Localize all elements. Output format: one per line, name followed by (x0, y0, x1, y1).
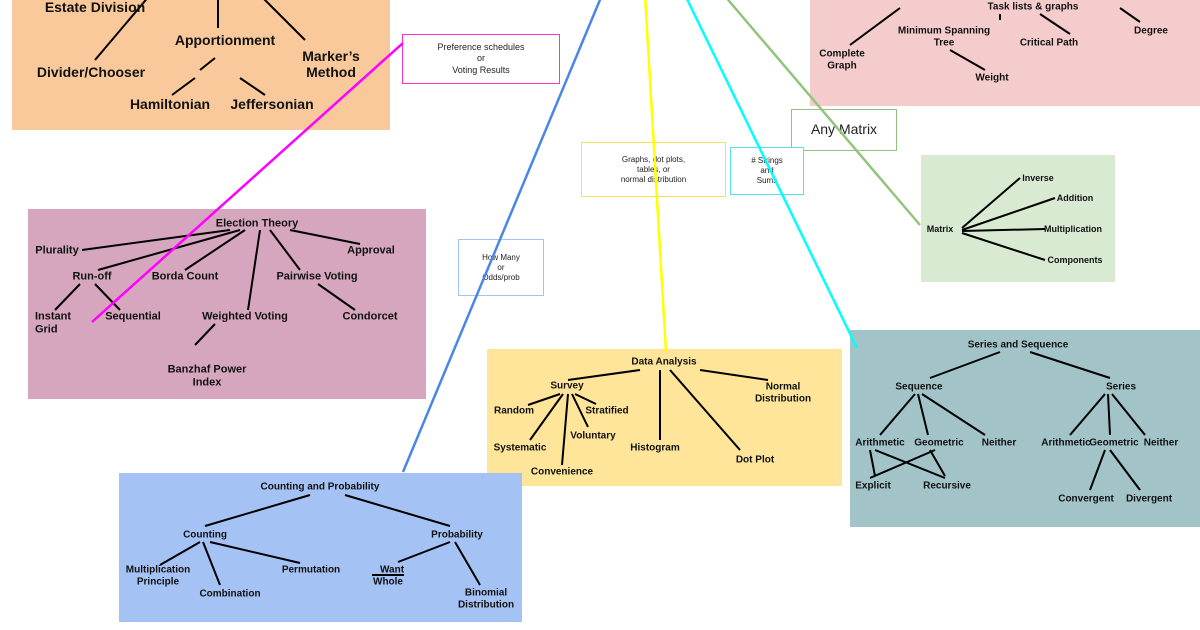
runoff-label: Run-off (72, 270, 112, 283)
jeffersonian-label: Jeffersonian (230, 95, 314, 112)
weighted-voting-label: Weighted Voting (202, 310, 288, 323)
category-connectors (91, 0, 921, 473)
data-analysis-title: Data Analysis (631, 356, 697, 368)
complete-graph-label: Complete Graph (819, 48, 865, 72)
minimum-spanning-tree-label: Minimum Spanning Tree (897, 25, 991, 49)
series-sequence-panel (850, 330, 1200, 527)
convenience-label: Convenience (530, 466, 594, 478)
permutation-label: Permutation (281, 564, 341, 576)
instant-grid-label: Instant Grid (34, 310, 72, 335)
combination-label: Combination (199, 588, 261, 600)
weight-label: Weight (975, 72, 1009, 84)
multiplication-principle-label: Multiplication Principle (125, 564, 191, 588)
recursive-label: Recursive (923, 480, 971, 492)
series-geometric-label: Geometric (1089, 437, 1139, 449)
survey-label: Survey (550, 380, 584, 392)
series-neither-label: Neither (1143, 437, 1179, 449)
stratified-label: Stratified (585, 405, 629, 417)
task-lists-label: Task lists & graphs (987, 1, 1079, 13)
sequence-arithmetic-label: Arithmetic (855, 437, 905, 449)
strings-sums-note: # Strings and Sums (730, 147, 804, 195)
convergent-label: Convergent (1058, 493, 1114, 505)
series-label: Series (1105, 381, 1137, 393)
condorcet-label: Condorcet (342, 310, 398, 323)
inverse-label: Inverse (1022, 172, 1054, 183)
addition-label: Addition (1056, 192, 1094, 203)
hamiltonian-label: Hamiltonian (129, 95, 211, 112)
explicit-label: Explicit (855, 480, 891, 492)
divider-chooser-label: Divider/Chooser (36, 63, 146, 80)
sequence-geometric-label: Geometric (914, 437, 964, 449)
how-many-note: How Many or Odds/prob (458, 239, 544, 296)
critical-path-label: Critical Path (1019, 37, 1079, 49)
election-theory-panel (28, 209, 426, 399)
counting-probability-panel (119, 473, 522, 622)
preference-schedules-note: Preference schedules or Voting Results (402, 34, 560, 84)
tree-edges (54, 0, 1146, 586)
election-theory-title: Election Theory (215, 217, 299, 230)
want-label: Want (379, 564, 405, 576)
estate-division-label: Estate Division (44, 0, 146, 15)
markers-method-label: Marker’s Method (302, 47, 360, 80)
random-label: Random (494, 405, 534, 417)
series-sequence-title: Series and Sequence (967, 339, 1069, 351)
whole-label: Whole (373, 576, 403, 588)
matrix-panel (921, 155, 1115, 282)
voluntary-label: Voluntary (570, 430, 616, 442)
components-label: Components (1047, 254, 1103, 265)
any-matrix-note: Any Matrix (791, 109, 897, 151)
binomial-distribution-label: Binomial Distribution (457, 587, 515, 611)
banzhaf-power-index-label: Banzhaf Power Index (167, 363, 247, 388)
histogram-label: Histogram (630, 442, 680, 454)
counting-label: Counting (183, 529, 227, 541)
degree-label: Degree (1134, 25, 1168, 37)
borda-count-label: Borda Count (151, 270, 219, 283)
pairwise-voting-label: Pairwise Voting (276, 270, 358, 283)
series-arithmetic-label: Arithmetic (1041, 437, 1091, 449)
counting-probability-title: Counting and Probability (260, 481, 380, 493)
divergent-label: Divergent (1125, 493, 1173, 505)
systematic-label: Systematic (493, 442, 547, 454)
approval-label: Approval (347, 244, 395, 257)
dot-plot-label: Dot Plot (735, 454, 775, 466)
matrix-title: Matrix (926, 223, 954, 234)
multiplication-label: Multiplication (1044, 223, 1102, 234)
sequence-label: Sequence (895, 381, 943, 393)
normal-distribution-label: Normal Distribution (754, 381, 812, 405)
sequence-neither-label: Neither (981, 437, 1017, 449)
fair-division-panel (12, 0, 390, 130)
plurality-label: Plurality (35, 244, 79, 257)
probability-label: Probability (431, 529, 483, 541)
apportionment-label: Apportionment (174, 31, 276, 48)
sequential-label: Sequential (105, 310, 161, 323)
